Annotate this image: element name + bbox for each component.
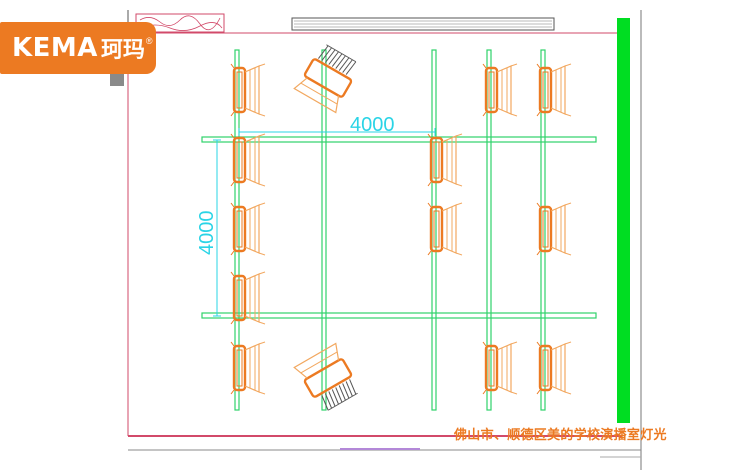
plan-caption: 佛山市、顺德区美的学校演播室灯光 [454, 428, 667, 443]
truss-row-top [201, 136, 597, 143]
truss-row-bottom [201, 312, 597, 319]
light-fixture-6 [293, 44, 357, 114]
width-dimension-label: 4000 [350, 114, 395, 136]
logo-chinese: 珂玛 [100, 38, 145, 63]
light-fixture-14 [536, 341, 572, 395]
light-fixture-4 [230, 271, 266, 325]
light-fixture-9 [427, 202, 463, 256]
light-fixture-1 [230, 63, 266, 117]
light-fixture-7 [293, 342, 358, 411]
light-fixture-11 [482, 341, 518, 395]
logo-brand: KEMA [12, 33, 98, 63]
truss-horizontals [201, 136, 597, 319]
height-dimension-label: 4000 [196, 211, 218, 256]
truss-verticals [234, 49, 546, 411]
top-cabinet-left [135, 13, 225, 33]
truss-col-b [321, 49, 327, 411]
logo-tab [110, 74, 124, 86]
light-fixture-13 [536, 202, 572, 256]
light-fixture-12 [536, 63, 572, 117]
dimension-horizontal: 4000 [238, 114, 436, 136]
truss-col-d [486, 49, 492, 411]
light-fixture-10 [482, 63, 518, 117]
dimension-vertical: 4000 [196, 139, 221, 317]
light-fixtures [230, 44, 572, 411]
logo-registered-mark: ® [145, 36, 153, 46]
room-outline [127, 10, 642, 470]
top-cabinet-right [291, 17, 555, 31]
green-screen-wall [617, 18, 630, 423]
kema-logo: KEMA 珂玛 ® [0, 22, 156, 74]
light-fixture-8 [427, 133, 463, 187]
light-fixture-5 [230, 341, 266, 395]
light-fixture-3 [230, 202, 266, 256]
light-fixture-2 [230, 133, 266, 187]
